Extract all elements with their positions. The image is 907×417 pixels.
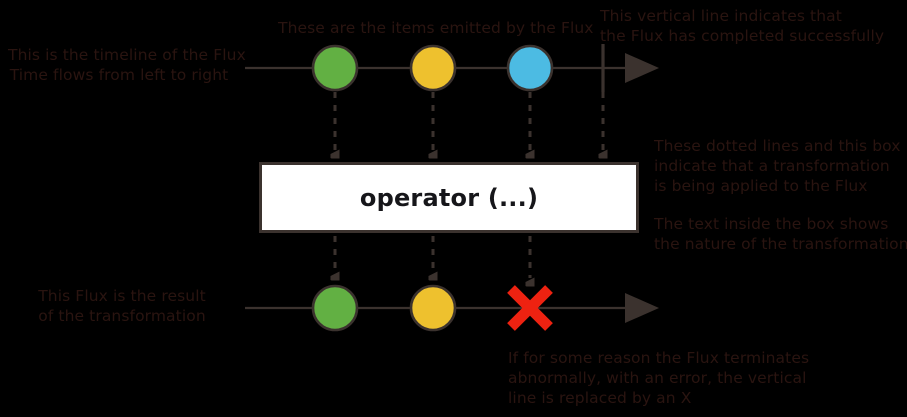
operator-label: operator (...) (359, 183, 539, 212)
annotation-box-text: The text inside the box shows the nature… (654, 215, 907, 253)
annotation-error: If for some reason the Flux terminates a… (508, 349, 810, 407)
result-timeline-group (245, 284, 659, 332)
annotation-transformation: These dotted lines and this box indicate… (654, 137, 901, 195)
result-timeline-arrowhead (625, 293, 659, 323)
annotation-completion: This vertical line indicates that the Fl… (600, 7, 885, 45)
error-x-icon (507, 285, 553, 331)
annotation-items: These are the items emitted by the Flux (278, 19, 594, 37)
operator-box[interactable]: operator (...) (259, 162, 639, 233)
annotation-result: This Flux is the result of the transform… (38, 287, 206, 325)
result-marble-yellow[interactable] (409, 284, 457, 332)
source-timeline-group (245, 44, 659, 92)
result-marble-green[interactable] (311, 284, 359, 332)
source-marble-yellow[interactable] (409, 44, 457, 92)
connectors-into-operator (335, 92, 603, 150)
annotation-timeline: This is the timeline of the Flux Time fl… (8, 46, 246, 84)
connectors-out-of-operator (335, 236, 530, 278)
source-timeline-arrowhead (625, 53, 659, 83)
source-marble-green[interactable] (311, 44, 359, 92)
source-marble-blue[interactable] (506, 44, 554, 92)
